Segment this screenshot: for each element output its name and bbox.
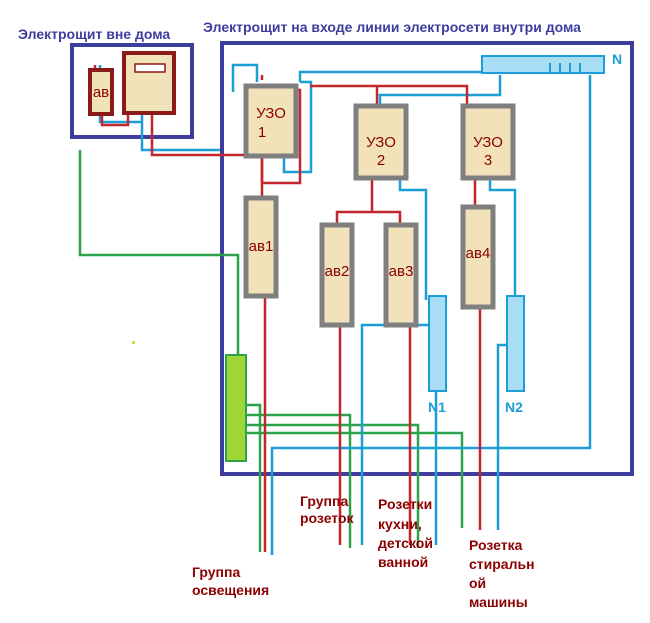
neutral-wire-to-bus-2 — [378, 75, 502, 104]
breaker-4: ав4 — [460, 204, 496, 310]
breaker-1: ав1 — [243, 195, 279, 299]
neutral-wire-rcd3-out — [488, 178, 517, 300]
svg-text:Розетка: Розетка — [469, 537, 523, 553]
rcd-1-label: УЗО — [256, 105, 286, 122]
caption-washer: Розетка стиральн ой машины — [469, 537, 535, 610]
neutral-wire-rcd1-loop — [282, 80, 313, 174]
rcd-2: УЗО 2 — [353, 103, 409, 181]
caption-lighting: Группа освещения — [192, 564, 269, 598]
neutral-wire-feed — [140, 110, 220, 152]
svg-text:машины: машины — [469, 594, 528, 610]
rcd-2-label: УЗО — [366, 134, 396, 151]
phase-wires — [93, 65, 482, 552]
neutral-bus-n1: N1 — [428, 295, 447, 415]
svg-text:ой: ой — [469, 575, 486, 591]
inside-panel-title: Электрощит на входе линии электросети вн… — [203, 19, 581, 35]
breaker-3-label: ав3 — [389, 263, 414, 280]
rcd-3: УЗО 3 — [460, 103, 516, 181]
breaker-2-label: ав2 — [325, 263, 350, 280]
ground-wires — [78, 150, 464, 552]
breaker-4-label: ав4 — [466, 245, 491, 262]
main-neutral-bus: N — [481, 51, 622, 74]
electricity-meter — [122, 51, 176, 115]
ground-feed-wire — [78, 150, 240, 355]
svg-text:освещения: освещения — [192, 582, 269, 598]
rcd-3-number: 3 — [484, 152, 492, 169]
meter-display — [134, 63, 166, 73]
main-neutral-bus-label: N — [612, 51, 622, 67]
rcd-3-label: УЗО — [473, 134, 503, 151]
svg-text:Группа: Группа — [192, 564, 240, 580]
phase-wire-rcd2-to-av3 — [372, 210, 402, 225]
neutral-wire-rcd1-in — [231, 63, 259, 92]
svg-text:ванной: ванной — [378, 554, 428, 570]
stray-dot — [132, 341, 135, 344]
breaker-2: ав2 — [319, 222, 355, 328]
caption-kitchen: Розетки кухни, детской ванной — [378, 496, 433, 570]
svg-text:стиральн: стиральн — [469, 556, 535, 572]
rcd-1-number: 1 — [258, 124, 266, 141]
breaker-3: ав3 — [383, 222, 419, 328]
ground-wire-kitchen — [245, 423, 420, 548]
outside-panel-title: Электрощит вне дома — [18, 26, 170, 42]
outside-panel-enclosure — [70, 43, 194, 139]
neutral-wires — [98, 63, 592, 555]
neutral-bus-n2: N2 — [505, 295, 525, 415]
neutral-wire-to-bus-1 — [298, 70, 482, 82]
outside-breaker: ав — [88, 68, 114, 116]
ground-wire-lighting — [245, 403, 262, 552]
phase-wire-feed — [150, 112, 244, 157]
neutral-wire-rcd2-out — [398, 178, 428, 300]
neutral-wire-sockets — [360, 323, 430, 545]
svg-text:розеток: розеток — [300, 510, 355, 526]
rcd-2-number: 2 — [377, 152, 385, 169]
outside-breaker-label: ав — [93, 84, 109, 101]
breaker-1-label: ав1 — [249, 238, 274, 255]
neutral-wire-lighting — [270, 75, 592, 555]
phase-wire-rcd2-to-av2 — [335, 178, 374, 225]
neutral-bus-n2-label: N2 — [505, 399, 523, 415]
svg-text:кухни,: кухни, — [378, 516, 422, 532]
ground-wire-washer — [245, 431, 464, 528]
phase-wire-rcd-bus — [310, 84, 469, 104]
ground-bus — [225, 354, 247, 462]
svg-text:Группа: Группа — [300, 493, 348, 509]
caption-sockets: Группа розеток — [300, 493, 355, 526]
svg-text:Розетки: Розетки — [378, 496, 432, 512]
inside-panel-enclosure — [220, 41, 634, 476]
neutral-bus-n1-label: N1 — [428, 399, 446, 415]
ground-wire-sockets — [245, 413, 352, 548]
rcd-1: УЗО 1 — [243, 83, 299, 159]
svg-text:детской: детской — [378, 535, 433, 551]
